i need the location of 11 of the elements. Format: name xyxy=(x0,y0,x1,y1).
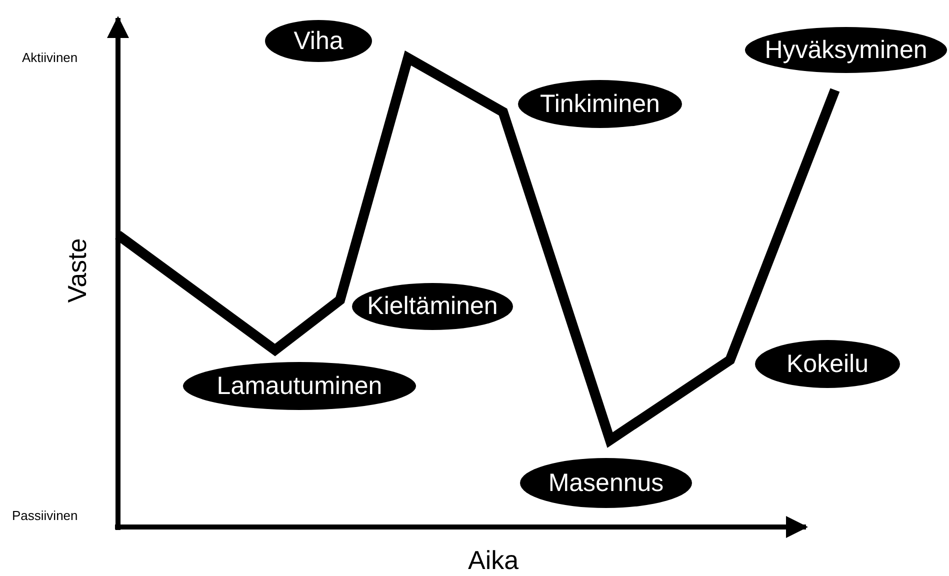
axis-label: Aktiivinen xyxy=(22,50,78,65)
axis-title: Vaste xyxy=(62,238,93,303)
stage-ellipse: Masennus xyxy=(520,458,692,508)
stage-ellipse: Lamautuminen xyxy=(183,362,416,410)
axis-label: Passiivinen xyxy=(12,508,78,523)
stage-ellipse: Kieltäminen xyxy=(352,283,513,330)
stage-ellipse: Viha xyxy=(265,20,372,62)
stage-ellipse: Kokeilu xyxy=(755,340,900,388)
axis-title: Aika xyxy=(468,545,519,576)
stage-ellipse: Hyväksyminen xyxy=(745,27,947,73)
stage-ellipse: Tinkiminen xyxy=(518,80,682,128)
